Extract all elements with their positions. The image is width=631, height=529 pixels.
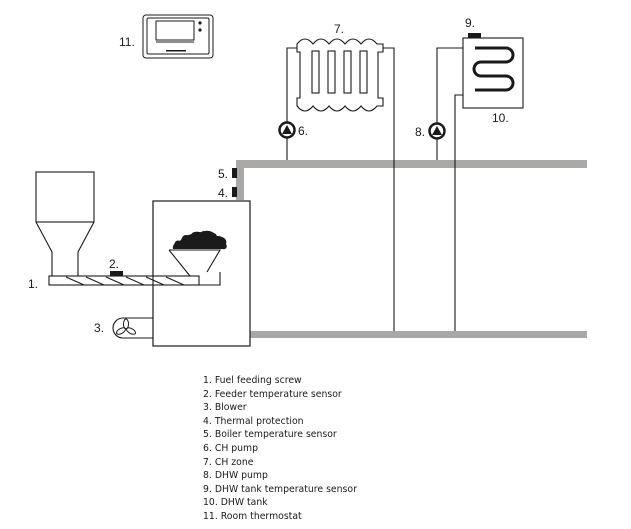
- blower: [112, 317, 153, 339]
- dhw-pipes: [436, 47, 463, 331]
- legend-item: 11. Room thermostat: [203, 510, 302, 522]
- callout-boiler-sensor: 5.: [218, 167, 228, 181]
- fan-icon: [115, 318, 137, 335]
- burner-retort: [168, 249, 221, 277]
- legend: 1. Fuel feeding screw 2. Feeder temperat…: [203, 374, 357, 524]
- legend-item: 3. Blower: [203, 402, 247, 414]
- supply-pipe: [236, 160, 587, 200]
- legend-item: 9. DHW tank temperature sensor: [203, 483, 357, 495]
- fuel-pile: [172, 230, 227, 250]
- legend-item: 6. CH pump: [203, 442, 259, 454]
- radiator: [296, 38, 384, 112]
- legend-item: 8. DHW pump: [203, 470, 268, 482]
- callout-room-thermostat: 11.: [119, 35, 135, 49]
- legend-item: 4. Thermal protection: [203, 415, 304, 427]
- callout-thermal-protection: 4.: [218, 186, 228, 200]
- fuel-hopper: [35, 171, 95, 276]
- legend-item: 5. Boiler temperature sensor: [203, 429, 337, 441]
- thermostat-button: [198, 28, 202, 32]
- dhw-pump: [428, 122, 446, 140]
- callout-dhw-pump: 8.: [415, 125, 425, 139]
- callout-ch-zone: 7.: [334, 22, 344, 36]
- dhw-heating-coil: [472, 46, 515, 92]
- thermostat-brand-mark: [166, 50, 186, 52]
- return-pipe: [250, 331, 587, 338]
- callout-ch-pump: 6.: [298, 124, 308, 138]
- boiler-temperature-sensor: [232, 168, 237, 178]
- callout-feeder-sensor: 2.: [109, 257, 119, 271]
- thermostat-button: [198, 21, 202, 25]
- ch-pump: [278, 121, 296, 139]
- callout-dhw-tank: 10.: [492, 111, 509, 125]
- feeder-temperature-sensor: [110, 271, 123, 276]
- legend-item: 1. Fuel feeding screw: [203, 375, 302, 386]
- legend-item: 2. Feeder temperature sensor: [203, 388, 342, 400]
- fuel-feeding-screw: [48, 272, 221, 286]
- callout-fuel-screw: 1.: [28, 277, 38, 291]
- legend-item: 7. CH zone: [203, 456, 254, 468]
- legend-item: 10. DHW tank: [203, 497, 268, 509]
- boiler: [152, 200, 251, 347]
- dhw-tank-temperature-sensor: [468, 33, 481, 38]
- callout-blower: 3.: [94, 321, 104, 335]
- dhw-tank: [462, 37, 524, 109]
- callout-dhw-tank-sensor: 9.: [465, 16, 475, 30]
- room-thermostat: [142, 14, 214, 59]
- thermal-protection-sensor: [232, 187, 237, 197]
